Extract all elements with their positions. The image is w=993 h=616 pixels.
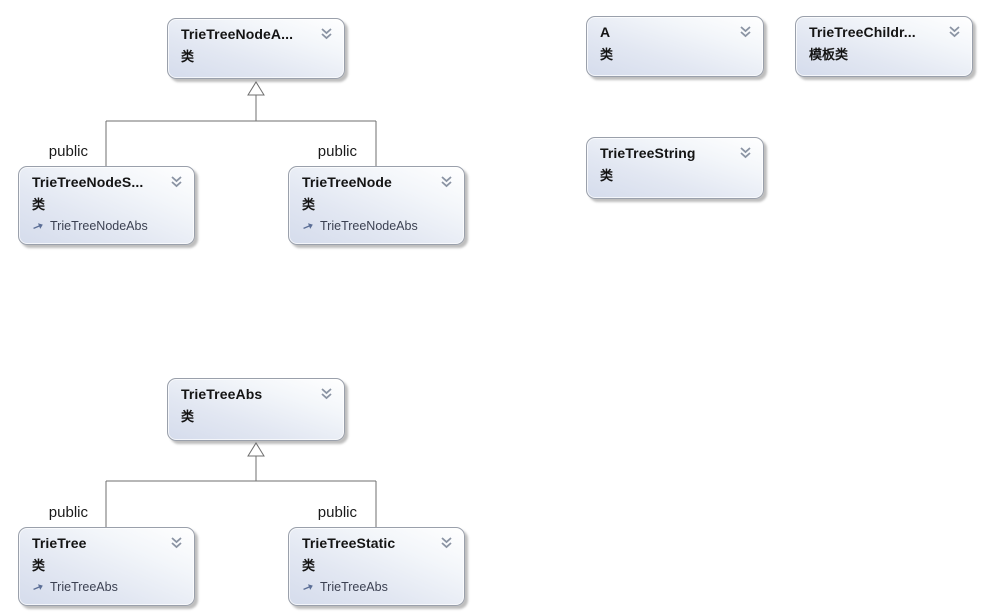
inherits-arrow-icon	[302, 220, 314, 232]
class-node-header[interactable]: TrieTreeNodeS...	[32, 173, 185, 193]
collapse-chevron-icon[interactable]	[948, 25, 961, 43]
base-type-item[interactable]: TrieTreeNodeAbs	[302, 219, 455, 233]
class-node-trie-tree-string[interactable]: TrieTreeString 类	[586, 137, 764, 199]
class-node-stereotype: 类	[600, 168, 614, 183]
collapse-chevron-icon[interactable]	[739, 25, 752, 43]
inheritance-connector[interactable]: public public	[49, 81, 377, 166]
class-node-header[interactable]: TrieTreeNode	[302, 173, 455, 193]
class-node-trie-tree[interactable]: TrieTree 类 TrieTreeAbs	[18, 527, 195, 606]
base-type-item[interactable]: TrieTreeNodeAbs	[32, 219, 185, 233]
inheritance-triangle-icon[interactable]	[247, 81, 265, 96]
class-node-stereotype: 类	[302, 558, 316, 573]
base-type-label: TrieTreeNodeAbs	[50, 219, 148, 233]
class-node-header[interactable]: TrieTreeString	[600, 144, 754, 164]
class-node-trie-tree-node[interactable]: TrieTreeNode 类 TrieTreeNodeAbs	[288, 166, 465, 245]
class-node-trie-tree-abs[interactable]: TrieTreeAbs 类	[167, 378, 345, 441]
class-node-stereotype: 类	[302, 197, 316, 212]
inherits-arrow-icon	[302, 581, 314, 593]
class-node-stereotype: 类	[32, 197, 46, 212]
class-node-stereotype: 模板类	[809, 47, 849, 62]
base-type-item[interactable]: TrieTreeAbs	[32, 580, 185, 594]
base-type-label: TrieTreeNodeAbs	[320, 219, 418, 233]
class-node-header[interactable]: TrieTreeNodeA...	[181, 25, 335, 45]
class-node-title: TrieTreeStatic	[302, 535, 396, 551]
class-node-trie-tree-node-abs[interactable]: TrieTreeNodeA... 类	[167, 18, 345, 79]
inheritance-access-label: public	[49, 504, 89, 521]
class-node-stereotype: 类	[181, 409, 195, 424]
collapse-chevron-icon[interactable]	[170, 175, 183, 193]
class-node-title: TrieTreeAbs	[181, 386, 263, 402]
class-node-trie-tree-static[interactable]: TrieTreeStatic 类 TrieTreeAbs	[288, 527, 465, 606]
collapse-chevron-icon[interactable]	[320, 27, 333, 45]
inheritance-triangle-icon[interactable]	[247, 442, 265, 457]
class-node-title: A	[600, 24, 611, 40]
class-node-header[interactable]: TrieTree	[32, 534, 185, 554]
collapse-chevron-icon[interactable]	[320, 387, 333, 405]
collapse-chevron-icon[interactable]	[170, 536, 183, 554]
class-node-trie-tree-childr[interactable]: TrieTreeChildr... 模板类	[795, 16, 973, 77]
class-node-header[interactable]: TrieTreeChildr...	[809, 23, 963, 43]
collapse-chevron-icon[interactable]	[440, 175, 453, 193]
class-node-a[interactable]: A 类	[586, 16, 764, 77]
class-node-title: TrieTreeChildr...	[809, 24, 916, 40]
class-node-stereotype: 类	[32, 558, 46, 573]
inheritance-access-label: public	[318, 504, 358, 521]
class-node-header[interactable]: TrieTreeStatic	[302, 534, 455, 554]
class-node-title: TrieTreeNode	[302, 174, 392, 190]
class-node-title: TrieTreeString	[600, 145, 696, 161]
class-node-trie-tree-node-s[interactable]: TrieTreeNodeS... 类 TrieTreeNodeAbs	[18, 166, 195, 245]
base-type-label: TrieTreeAbs	[50, 580, 118, 594]
class-node-title: TrieTree	[32, 535, 87, 551]
class-node-title: TrieTreeNodeA...	[181, 26, 294, 42]
inheritance-access-label: public	[49, 143, 89, 160]
inheritance-connector[interactable]: public public	[49, 442, 377, 527]
class-node-stereotype: 类	[181, 49, 195, 64]
base-type-item[interactable]: TrieTreeAbs	[302, 580, 455, 594]
class-node-header[interactable]: A	[600, 23, 754, 43]
collapse-chevron-icon[interactable]	[739, 146, 752, 164]
class-node-header[interactable]: TrieTreeAbs	[181, 385, 335, 405]
class-node-stereotype: 类	[600, 47, 614, 62]
collapse-chevron-icon[interactable]	[440, 536, 453, 554]
class-node-title: TrieTreeNodeS...	[32, 174, 144, 190]
inherits-arrow-icon	[32, 581, 44, 593]
inheritance-access-label: public	[318, 143, 358, 160]
base-type-label: TrieTreeAbs	[320, 580, 388, 594]
inherits-arrow-icon	[32, 220, 44, 232]
